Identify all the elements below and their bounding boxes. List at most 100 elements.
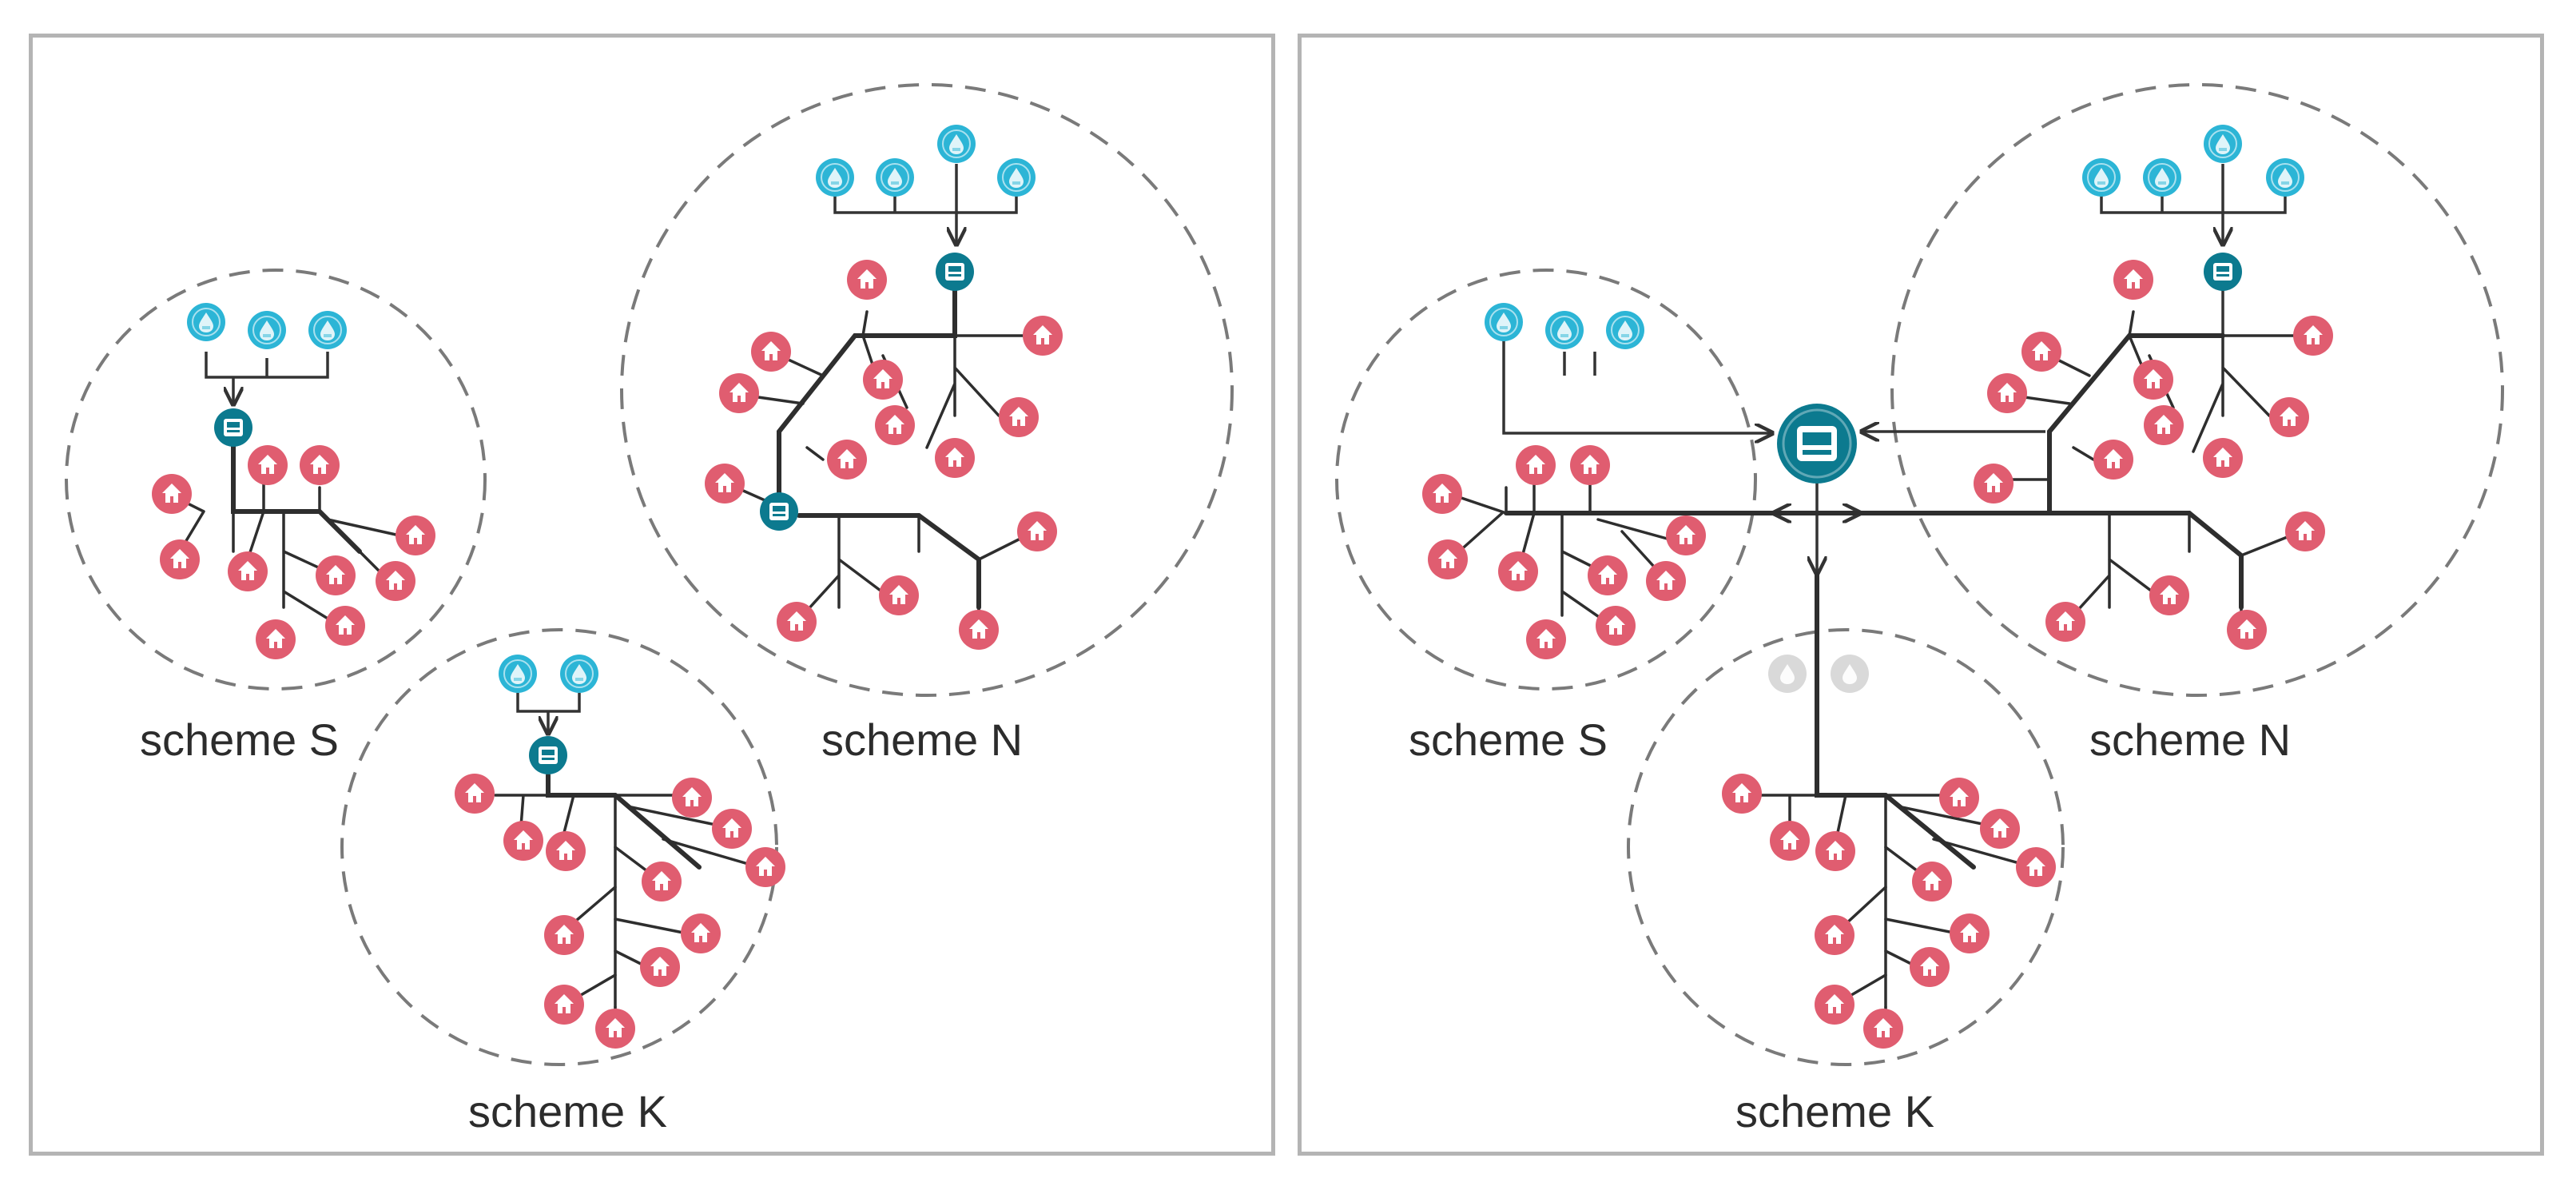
scheme-k-boundary-connected [1627,628,2065,1066]
house-icon [160,539,200,579]
central-treatment-plant-icon [1775,402,1858,485]
water-drop-icon [1544,310,1584,350]
house-icon [827,440,867,480]
house-icon [1722,774,1762,814]
house-icon [1974,464,2013,503]
house-icon [1770,821,1810,861]
house-icon [396,515,435,555]
house-icon [705,464,745,503]
house-icon [228,551,268,591]
left-scheme-k-label: scheme K [468,1086,667,1136]
inactive-water-drop-icon [1768,655,1807,693]
house-icon [959,610,999,650]
house-icon [1516,445,1556,485]
house-icon [879,575,919,615]
scheme-k-boundary [340,628,778,1066]
house-icon [2045,602,2085,642]
house-icon [256,619,296,659]
house-icon [2227,610,2267,650]
right-houses [1422,260,2333,1049]
house-icon [546,831,586,871]
house-icon [2293,316,2333,356]
right-treatment-plants [1775,253,2242,485]
left-scheme-n-label: scheme N [821,714,1024,765]
house-icon [1912,862,1952,901]
left-scheme-k-network [494,693,761,1033]
house-icon [2144,405,2184,445]
house-icon [2021,332,2061,372]
water-treatment-plant-icon [936,253,974,291]
house-icon [595,1009,635,1049]
water-drop-icon [308,310,348,350]
house-icon [2285,511,2325,551]
house-icon [1646,561,1686,601]
water-drop-icon [559,654,599,694]
house-icon [751,332,791,372]
house-icon [248,445,288,485]
scheme-s-boundary-connected [1335,269,1757,691]
house-icon [935,438,975,478]
water-drop-icon [2265,157,2305,197]
house-icon [2133,360,2173,400]
house-icon [325,606,365,646]
water-drop-icon [1605,310,1645,350]
house-icon [2203,438,2243,478]
house-icon [2149,575,2189,615]
water-drop-icon [2081,157,2121,197]
house-icon [847,260,887,300]
house-icon [745,847,785,887]
right-scheme-s-label: scheme S [1409,714,1608,765]
house-icon [1428,539,1468,579]
right-pipe-network [1449,310,2304,1033]
water-treatment-plant-icon [760,492,798,531]
house-icon [544,985,584,1025]
house-icon [1526,619,1566,659]
house-icon [1987,373,2027,413]
left-scheme-s-label: scheme S [140,714,339,765]
house-icon [152,474,192,514]
house-icon [1950,913,1990,953]
house-icon [875,405,915,445]
scheme-n-boundary-connected [1890,83,2504,697]
house-icon [1596,606,1636,646]
house-icon [1023,316,1063,356]
right-scheme-n-label: scheme N [2089,714,2292,765]
house-icon [2113,260,2153,300]
left-scheme-s-network [170,352,401,625]
right-scheme-k-label: scheme K [1735,1086,1934,1136]
water-drop-icon [815,157,855,197]
water-drop-icon [498,654,538,694]
house-icon [2016,847,2056,887]
water-drop-icon [247,310,287,350]
house-icon [712,809,752,849]
scheme-s-boundary [65,269,487,691]
house-icon [316,555,356,595]
water-treatment-plant-icon [2204,253,2242,291]
water-drop-icon [1484,302,1524,342]
scheme-n-boundary [620,83,1234,697]
house-icon [863,360,903,400]
house-icon [719,373,759,413]
house-icon [672,778,712,818]
water-drop-icon [186,302,226,342]
water-treatment-plant-icon [214,408,252,447]
house-icon [1498,551,1538,591]
house-icon [640,947,680,987]
house-icon [544,915,584,955]
house-icon [1815,831,1855,871]
water-drop-icon [875,157,915,197]
house-icon [1910,947,1950,987]
house-icon [1863,1009,1903,1049]
water-treatment-plant-icon [529,736,567,774]
house-icon [777,602,817,642]
house-icon [300,445,340,485]
house-icon [2093,440,2133,480]
house-icon [999,397,1039,437]
house-icon [1815,915,1854,955]
house-icon [681,913,721,953]
house-icon [1980,809,2020,849]
house-icon [1666,515,1706,555]
water-drop-icon [2142,157,2182,197]
